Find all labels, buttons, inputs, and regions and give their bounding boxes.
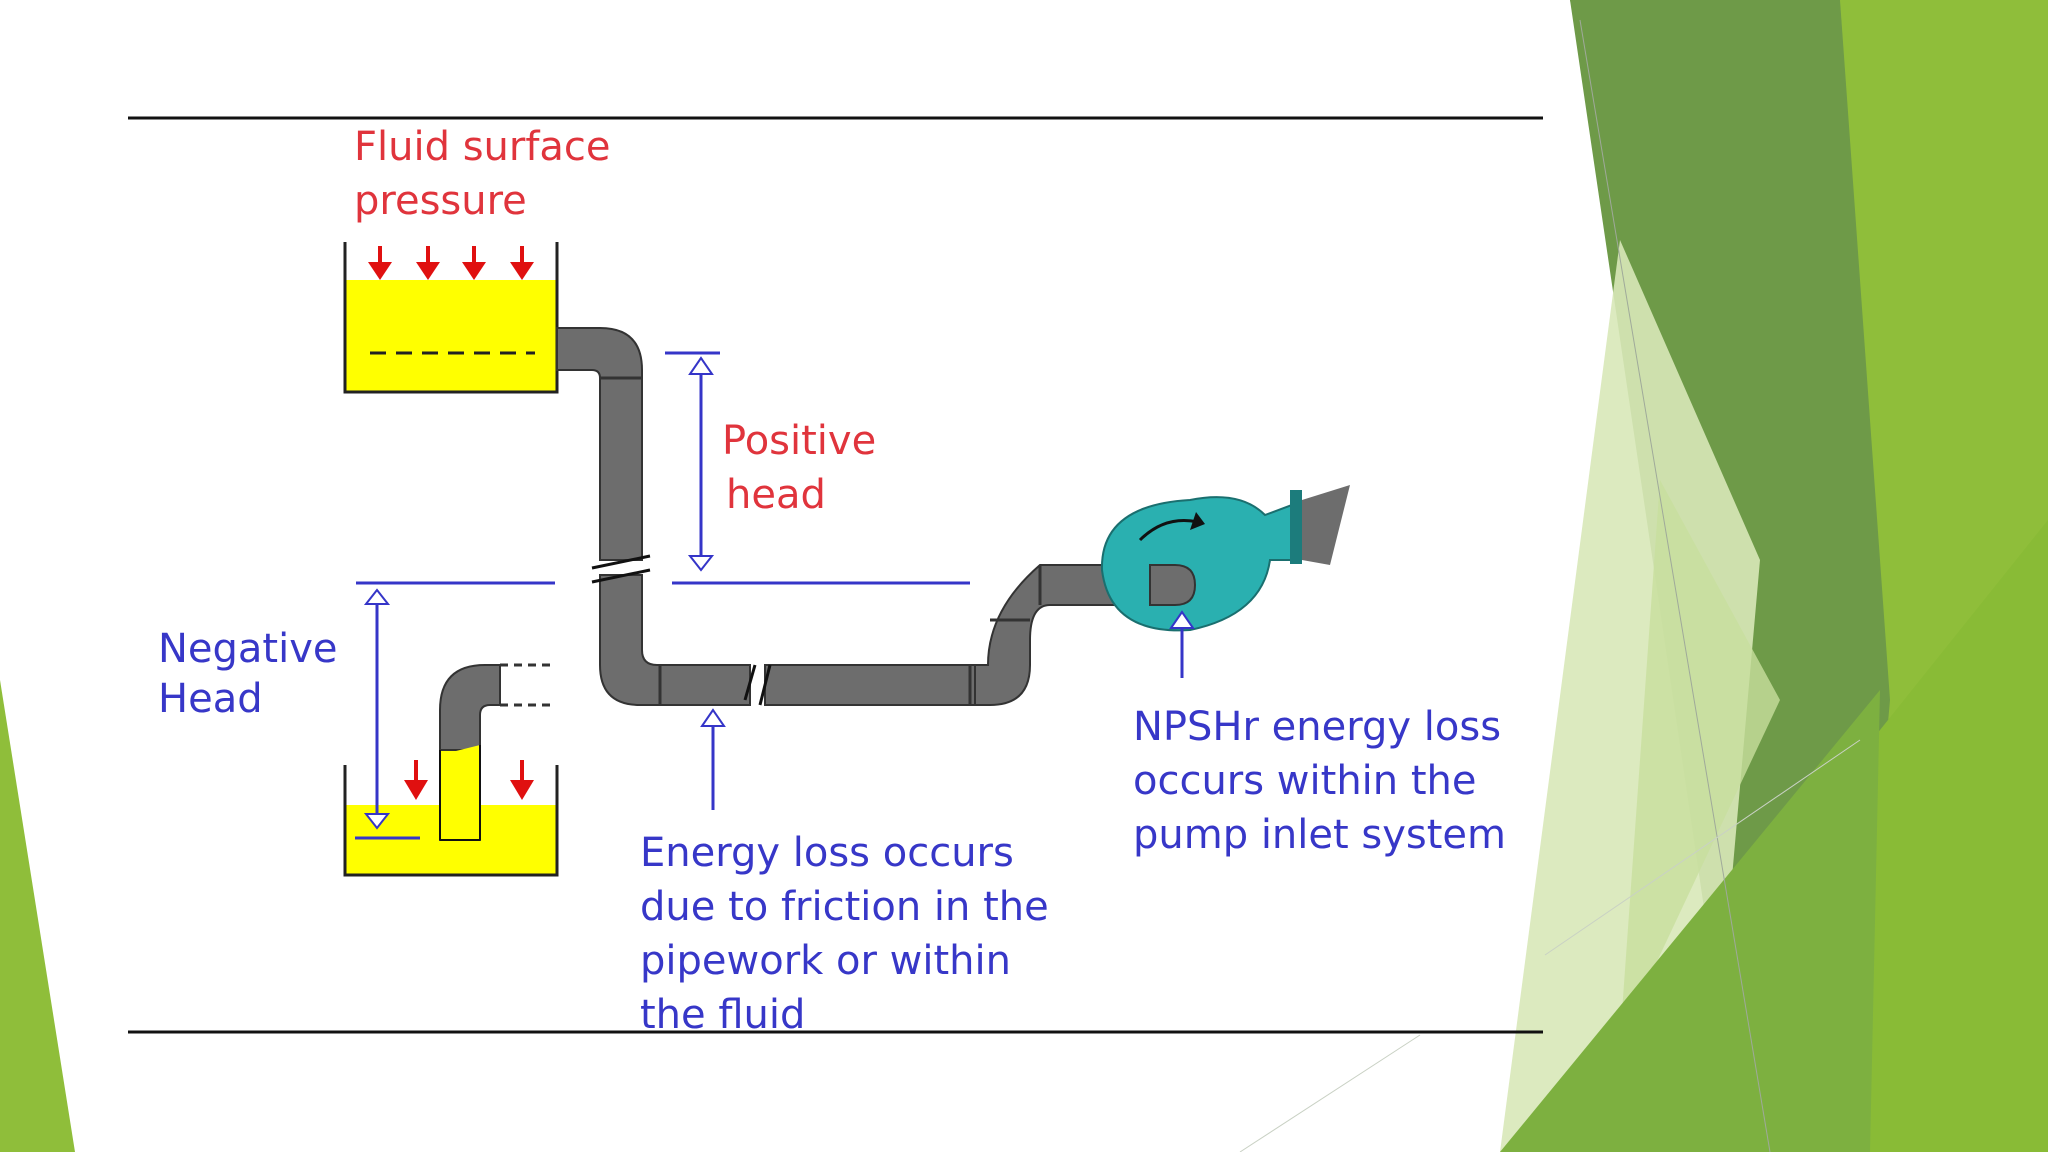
- dimension-arrowheads: [363, 356, 1195, 830]
- lower-pipe: [439, 663, 555, 841]
- label-npshr-3: pump inlet system: [1133, 812, 1506, 858]
- label-friction-2: due to friction in the: [640, 884, 1049, 930]
- label-friction-4: the fluid: [640, 992, 805, 1038]
- centrifugal-pump: [1100, 485, 1350, 632]
- right-green-decoration: [1239, 0, 2048, 1152]
- label-fluid-surface-2: pressure: [354, 178, 527, 224]
- label-fluid-surface-1: Fluid surface: [354, 124, 611, 170]
- upper-tank: [343, 242, 559, 394]
- label-positive-head-2: head: [726, 472, 826, 518]
- label-friction-3: pipework or within: [640, 938, 1011, 984]
- fluid-surface-pressure-arrows: [368, 246, 534, 280]
- label-positive-head-1: Positive: [722, 418, 876, 464]
- label-negative-head-2: Head: [158, 676, 263, 722]
- label-npshr-1: NPSHr energy loss: [1133, 704, 1501, 750]
- left-green-decoration: [0, 680, 75, 1152]
- label-npshr-2: occurs within the: [1133, 758, 1477, 804]
- label-negative-head-1: Negative: [158, 626, 338, 672]
- label-friction-1: Energy loss occurs: [640, 830, 1014, 876]
- dimension-lines: [355, 351, 1184, 840]
- pipe-break-marks: [591, 554, 772, 706]
- upper-pipe: [556, 327, 1161, 706]
- lower-tank-pressure-arrows: [404, 760, 534, 800]
